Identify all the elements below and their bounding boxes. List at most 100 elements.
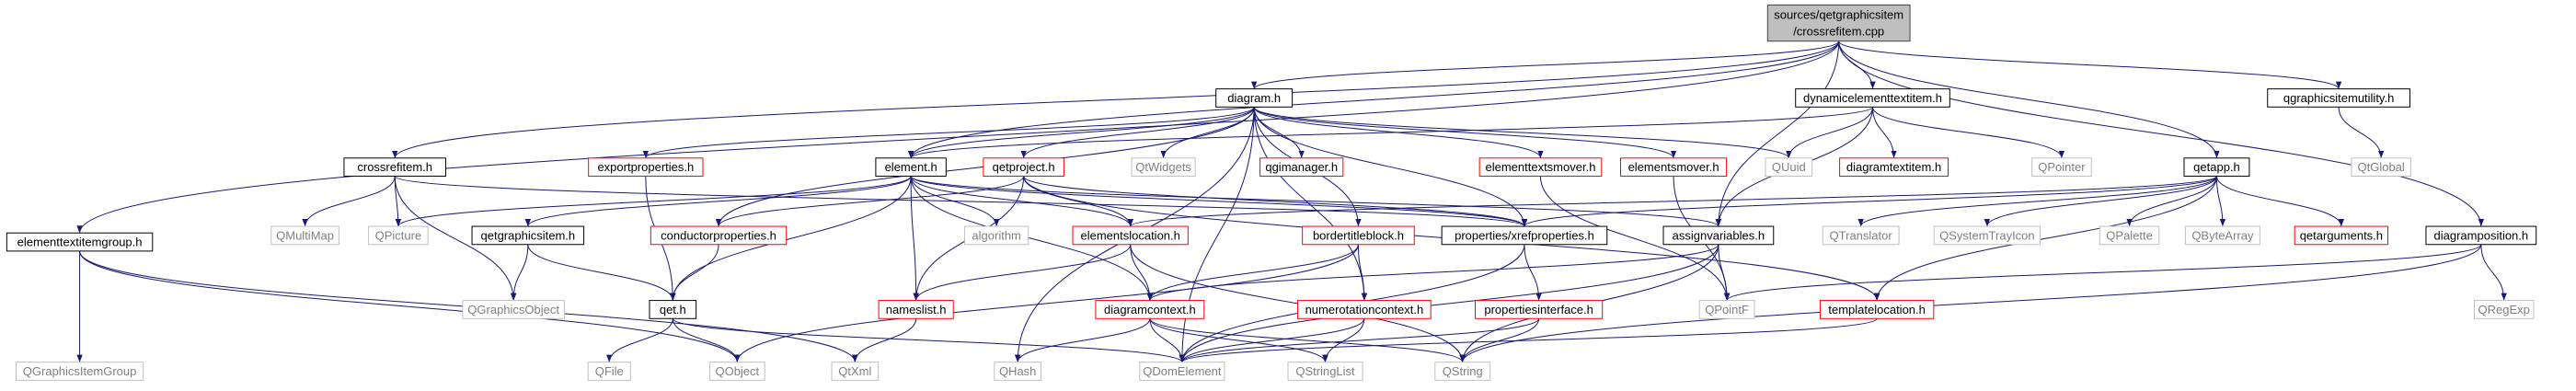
include-edge (1251, 40, 1840, 90)
node-propertiesinterface-h[interactable]: propertiesinterface.h (1475, 300, 1604, 319)
node-box (1478, 157, 1603, 177)
node-dynamicelementtextitem-h[interactable]: dynamicelementtextitem.h (1795, 88, 1950, 108)
node-QFile: QFile (587, 362, 631, 381)
node-assignvariables-h[interactable]: assignvariables.h (1662, 225, 1775, 246)
node-elementslocation-h[interactable]: elementslocation.h (1072, 225, 1189, 246)
node-box (368, 225, 429, 246)
include-edge (1873, 176, 2217, 301)
include-edge (1786, 107, 1874, 158)
node-box (2183, 157, 2250, 177)
node-box (343, 157, 446, 177)
node-QStringList: QStringList (1287, 362, 1363, 381)
include-edge (1524, 244, 1542, 301)
node-label: QUuid (1772, 160, 1806, 174)
node-label: QFile (595, 364, 624, 378)
include-edge (1724, 244, 2482, 301)
node-diagramposition-h[interactable]: diagramposition.h (2425, 225, 2537, 246)
node-label: exportproperties.h (597, 160, 694, 174)
include-edge (1838, 40, 2220, 158)
node-label: elementtextsmover.h (1485, 160, 1595, 174)
node-elementtextitemgroup-h[interactable]: elementtextitemgroup.h (6, 232, 154, 252)
node-QUuid: QUuid (1765, 157, 1813, 177)
node-diagramcontext-h[interactable]: diagramcontext.h (1095, 300, 1205, 319)
node-box (1795, 88, 1950, 108)
node-exportproperties-h[interactable]: exportproperties.h (588, 157, 704, 177)
node-root[interactable]: sources/qetgraphicsitem/crossrefitem.cpp (1766, 4, 1911, 42)
node-nameslist-h[interactable]: nameslist.h (878, 300, 954, 319)
include-edge (1984, 176, 2217, 227)
include-edge (1130, 244, 1466, 362)
node-box (875, 157, 947, 177)
node-diagramtextitem-h[interactable]: diagramtextitem.h (1839, 157, 1949, 177)
include-edge (908, 40, 1840, 158)
include-edge (395, 176, 912, 227)
node-label: QtWidgets (1135, 160, 1191, 174)
node-numerotationcontext-h[interactable]: numerotationcontext.h (1297, 300, 1432, 319)
include-edge (672, 318, 741, 362)
include-edge (1127, 176, 2217, 227)
include-edge (715, 176, 1025, 227)
include-edge (1857, 176, 2217, 227)
node-label: QHash (999, 364, 1036, 378)
include-edge (1179, 107, 1255, 362)
node-label: QDomElement (1143, 364, 1222, 378)
node-templatelocation-h[interactable]: templatelocation.h (1819, 300, 1935, 319)
node-label: qetapp.h (2193, 160, 2240, 174)
node-diagram-h[interactable]: diagram.h (1215, 88, 1294, 108)
node-qetarguments-h[interactable]: qetarguments.h (2294, 225, 2389, 246)
node-box (1620, 157, 1728, 177)
node-crossrefitem-h[interactable]: crossrefitem.h (343, 157, 446, 177)
include-edge (642, 106, 1255, 159)
node-QGraphicsItemGroup: QGraphicsItemGroup (16, 362, 144, 381)
node-label: QGraphicsItemGroup (23, 364, 137, 378)
node-elementtextsmover-h[interactable]: elementtextsmover.h (1478, 157, 1603, 177)
node-label: diagram.h (1227, 91, 1281, 105)
node-label: QPointer (2038, 160, 2086, 174)
node-box (1662, 225, 1775, 246)
include-edge (1146, 244, 1719, 301)
node-box (649, 300, 697, 319)
node-QObject: QObject (708, 362, 765, 381)
node-properties-xrefproperties-h[interactable]: properties/xrefproperties.h (1441, 225, 1608, 246)
node-QPointer: QPointer (2031, 157, 2092, 177)
node-elementsmover-h[interactable]: elementsmover.h (1620, 157, 1728, 177)
nodes-layer: sources/qetgraphicsitem/crossrefitem.cpp… (6, 4, 2537, 381)
include-edge (1715, 40, 1840, 227)
node-qgraphicsitemutility-h[interactable]: qgraphicsitemutility.h (2267, 88, 2410, 108)
node-bordertitleblock-h[interactable]: bordertitleblock.h (1302, 225, 1415, 246)
node-QMultiMap: QMultiMap (270, 225, 339, 246)
node-box (587, 362, 631, 381)
include-edge (1539, 176, 1731, 301)
node-box (878, 300, 954, 319)
node-qgimanager-h[interactable]: qgimanager.h (1259, 157, 1344, 177)
node-box (6, 232, 154, 252)
node-QTranslator: QTranslator (1822, 225, 1900, 246)
node-label: properties/xrefproperties.h (1455, 228, 1594, 242)
include-edge (910, 176, 1000, 227)
node-box (1819, 300, 1935, 319)
node-QtXml: QtXml (831, 362, 880, 381)
node-QSystemTrayIcon: QSystemTrayIcon (1933, 225, 2041, 246)
node-box (2184, 225, 2260, 246)
node-conductorproperties-h[interactable]: conductorproperties.h (650, 225, 788, 246)
node-qet-h[interactable]: qet.h (649, 300, 697, 319)
node-box (1441, 225, 1608, 246)
include-edge (1253, 107, 1305, 158)
node-QtGlobal: QtGlobal (2351, 157, 2411, 177)
include-edge (392, 40, 1840, 158)
node-label: elementslocation.h (1080, 228, 1179, 242)
node-box (462, 300, 565, 319)
node-qetgraphicsitem-h[interactable]: qetgraphicsitem.h (471, 225, 585, 246)
node-QGraphicsObject: QGraphicsObject (462, 300, 565, 319)
node-label: qetproject.h (993, 160, 1055, 174)
node-label: QtXml (838, 364, 871, 378)
include-edge (524, 176, 912, 227)
include-edge (2480, 244, 2507, 301)
node-element-h[interactable]: element.h (875, 157, 947, 177)
node-box (1095, 300, 1205, 319)
node-label: nameslist.h (886, 303, 947, 316)
node-qetapp-h[interactable]: qetapp.h (2183, 157, 2250, 177)
node-label: templatelocation.h (1828, 303, 1926, 316)
node-QRegExp: QRegExp (2473, 300, 2535, 319)
node-qetproject-h[interactable]: qetproject.h (983, 157, 1064, 177)
